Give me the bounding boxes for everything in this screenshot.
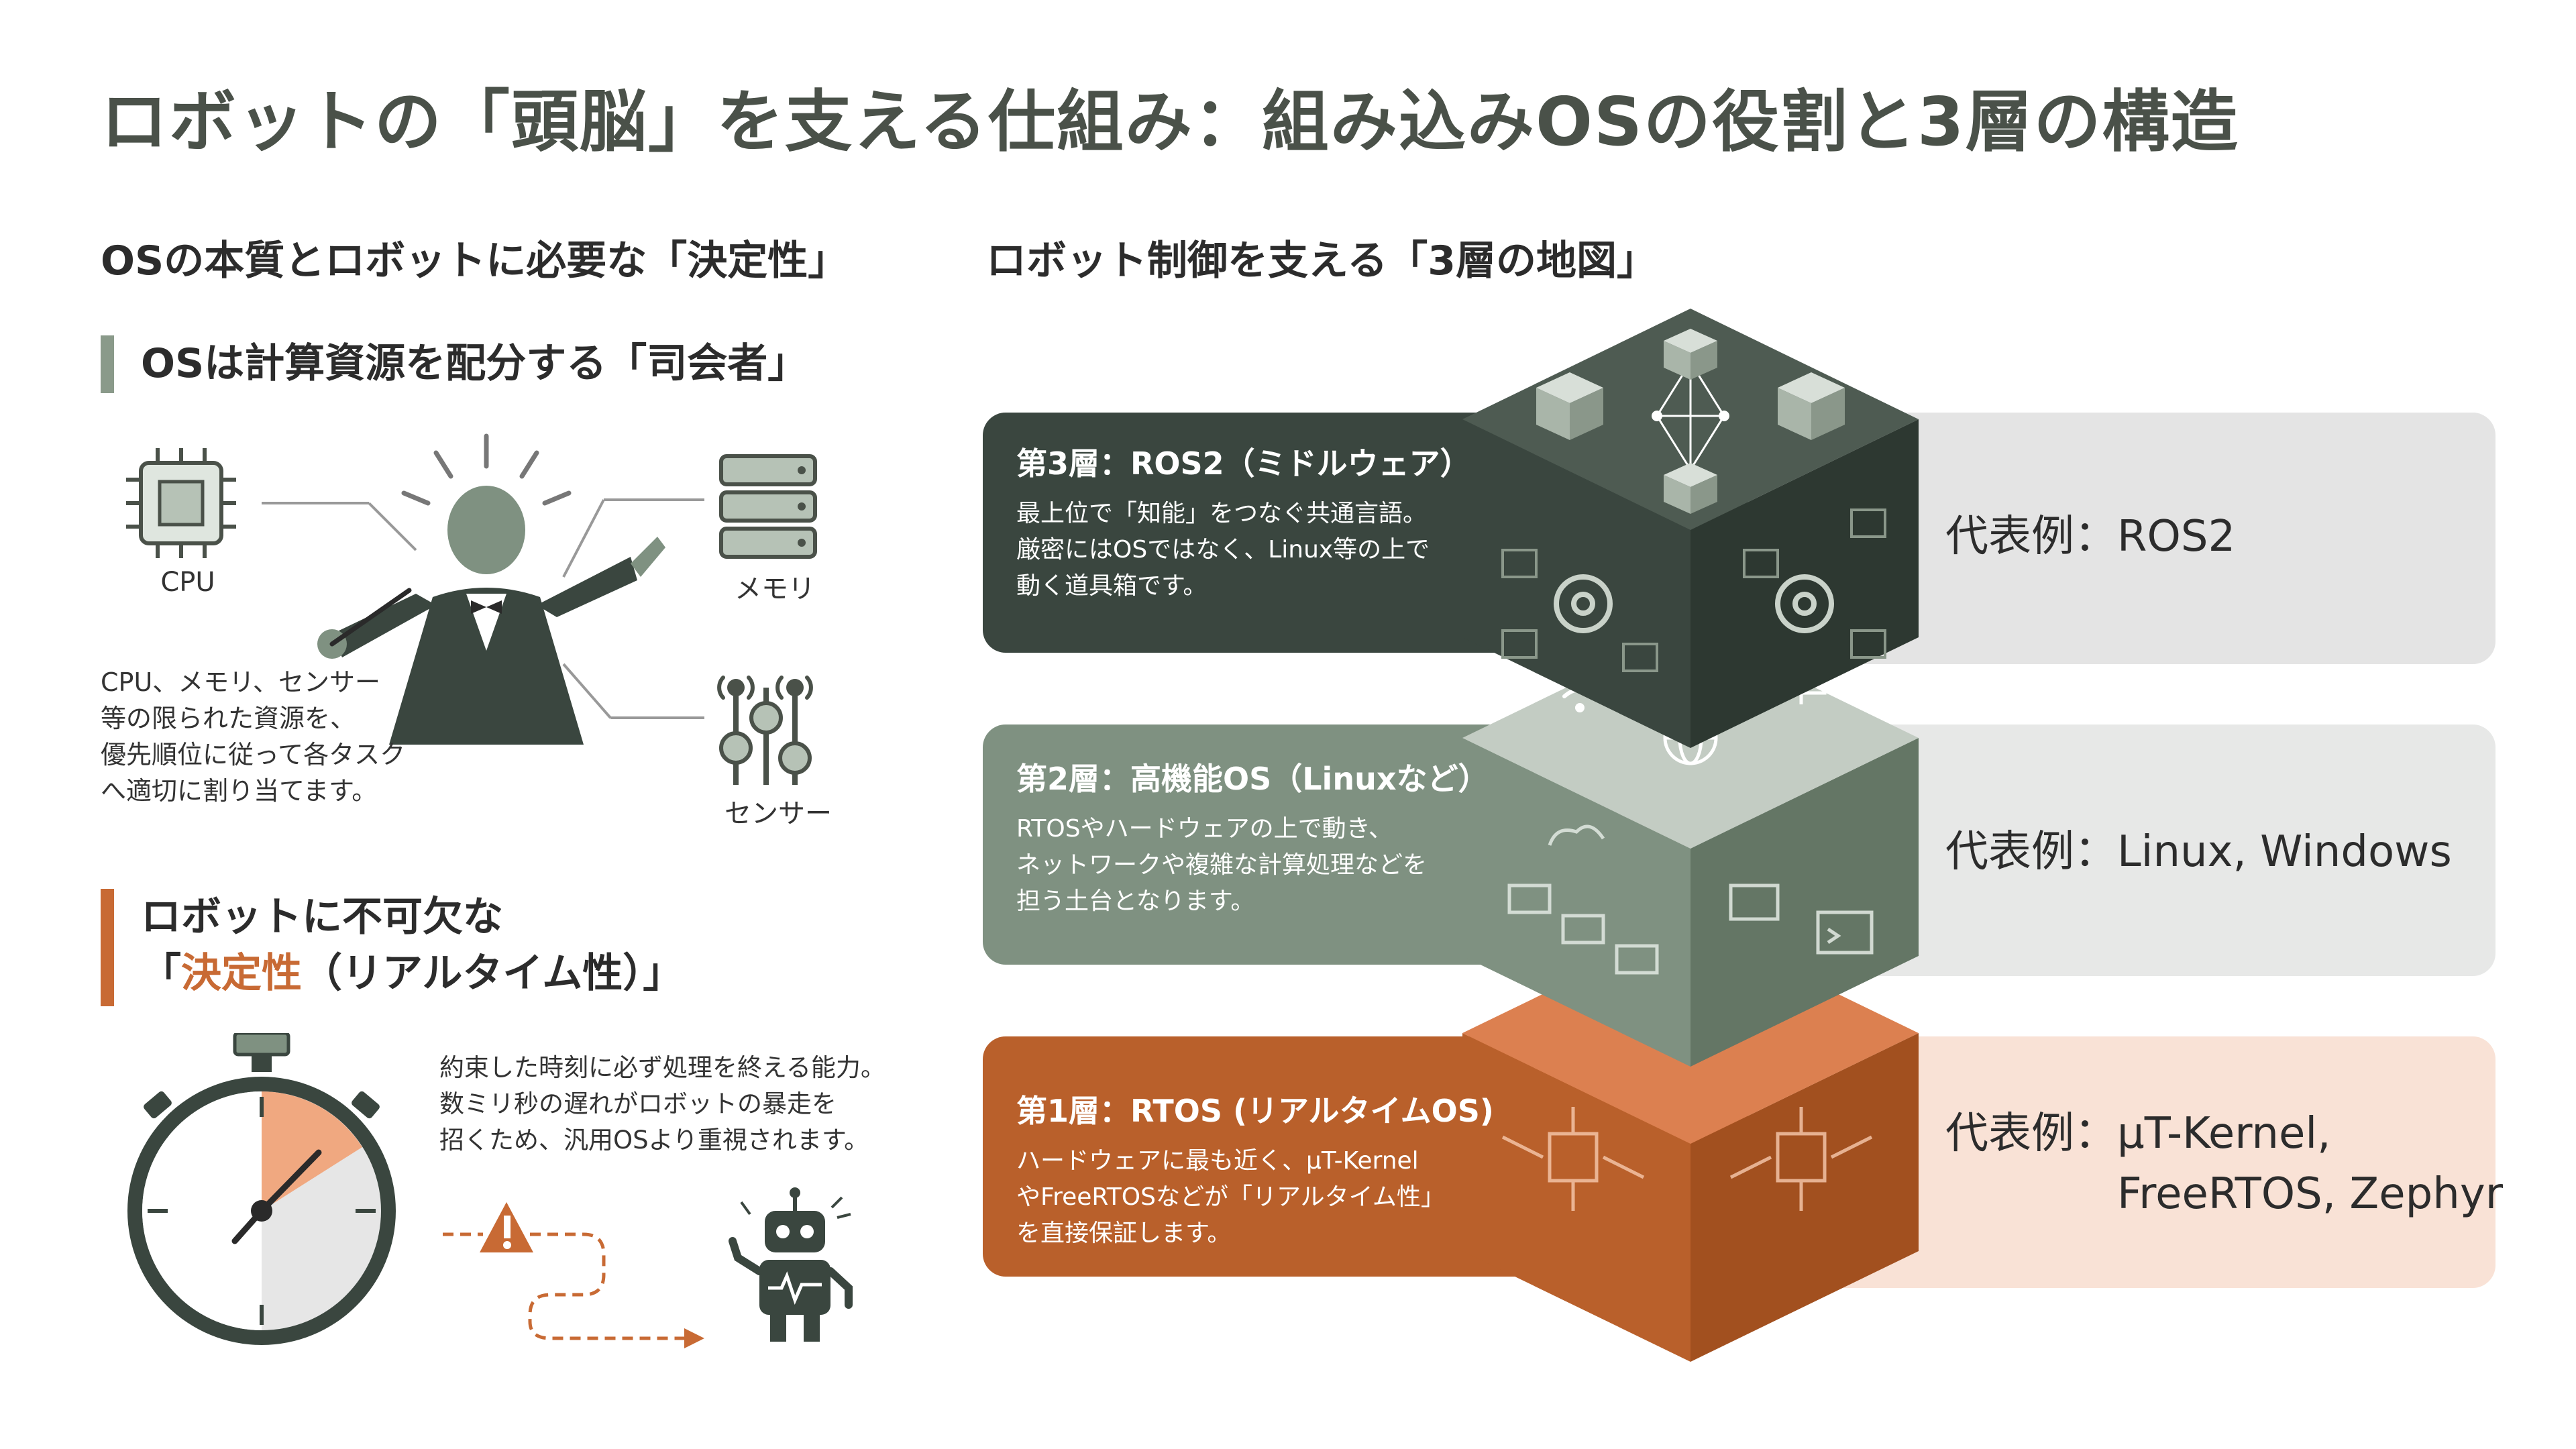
description-line: CPU、メモリ、センサー [101,667,380,697]
laptop-icon [1729,883,1874,955]
section-os-allocator-title: OSは計算資源を配分する「司会者」 [141,340,808,387]
layer2-text: 第2層：高機能OS（Linuxなど） RTOSやハードウェアの上で動き、 ネット… [1016,755,1489,920]
determinism-accent: 決定性 [181,950,302,997]
conductor-icon [317,433,665,745]
example-label: 代表例： [1945,512,2117,561]
gear-icon [1554,574,1613,633]
description-line: 招くため、汎用OSより重視されます。 [439,1126,869,1155]
description-line: 優先順位に従って各タスク [101,740,406,769]
layer2-example: 代表例：Linux, Windows [1945,822,2452,882]
description-line: へ適切に割り当てます。 [101,776,378,806]
cpu-label: CPU [160,567,215,598]
layer3-title: 第3層：ROS2（ミドルウェア） [1016,445,1471,482]
layer2-description: RTOSやハードウェアの上で動き、 ネットワークや複雑な計算処理などを 担う土台… [1016,815,1428,915]
left-heading: OSの本質とロボットに必要な「決定性」 [101,237,849,284]
layer2-title: 第2層：高機能OS（Linuxなど） [1016,761,1489,797]
example-values: ROS2 [2117,512,2236,561]
section-determinism-heading: ロボットに不可欠な 「決定性（リアルタイム性）」 [101,889,683,1006]
sensor-label: センサー [724,798,832,829]
page-title: ロボットの「頭脳」を支える仕組み：組み込みOSの役割と3層の構造 [101,83,2239,161]
example-label: 代表例： [1945,827,2117,877]
os-allocator-description: CPU、メモリ、センサー 等の限られた資源を、 優先順位に従って各タスク へ適切… [101,664,405,809]
determinism-title-line1: ロボットに不可欠な [141,894,503,941]
description-line: 等の限られた資源を、 [101,704,356,733]
module-cube-icon [1536,372,1603,440]
determinism-description: 約束した時刻に必ず処理を終える能力。 数ミリ秒の遅れがロボットの暴走を 招くため… [439,1050,885,1159]
layer3-example: 代表例：ROS2 [1945,506,2235,567]
determinism-title-line2: 「決定性（リアルタイム性）」 [141,950,684,997]
module-cube-icon [1664,329,1717,380]
layer1-description: ハードウェアに最も近く、µT-Kernel やFreeRTOSなどが「リアルタイ… [1016,1147,1445,1247]
layer1-text: 第1層：RTOS (リアルタイムOS) ハードウェアに最も近く、µT-Kerne… [1016,1087,1494,1252]
layer1-title: 第1層：RTOS (リアルタイムOS) [1016,1093,1494,1129]
section-determinism-title: ロボットに不可欠な 「決定性（リアルタイム性）」 [141,889,683,1002]
cpu-icon [126,448,236,558]
delay-warning-illustration [443,1187,853,1348]
module-cube-icon [1664,463,1717,514]
example-values: µT-Kernel,FreeRTOS, Zephyr [2117,1109,2503,1219]
layer3-text: 第3層：ROS2（ミドルウェア） 最上位で「知能」をつなぐ共通言語。 厳密にはO… [1016,439,1471,604]
description-line: 約束した時刻に必ず処理を終える能力。 [439,1053,885,1082]
conductor-illustration [126,433,817,785]
section-os-allocator-heading: OSは計算資源を配分する「司会者」 [101,335,808,393]
layer3-block [1462,309,1919,748]
memory-label: メモリ [735,574,815,604]
description-line: 数ミリ秒の遅れがロボットの暴走を [439,1089,837,1118]
stopwatch-icon [127,1033,396,1345]
robot-icon [729,1187,853,1342]
layer-stack-diagram [1462,309,1919,1362]
memory-icon [719,454,817,559]
warning-icon [480,1202,533,1252]
layer1-example: 代表例：µT-Kernel,FreeRTOS, Zephyr [1945,1104,2503,1224]
gear-icon [1775,574,1834,633]
example-label: 代表例： [1945,1109,2117,1159]
sensor-icon [717,676,813,785]
example-values: Linux, Windows [2117,827,2452,877]
module-cube-icon [1778,372,1845,440]
heading-bar [101,335,114,393]
right-heading: ロボット制御を支える「3層の地図」 [986,237,1657,284]
cloud-network-icon [1507,824,1659,975]
heading-bar [101,889,114,1006]
layer3-description: 最上位で「知能」をつなぐ共通言語。 厳密にはOSではなく、Linux等の上で 動… [1016,500,1430,600]
